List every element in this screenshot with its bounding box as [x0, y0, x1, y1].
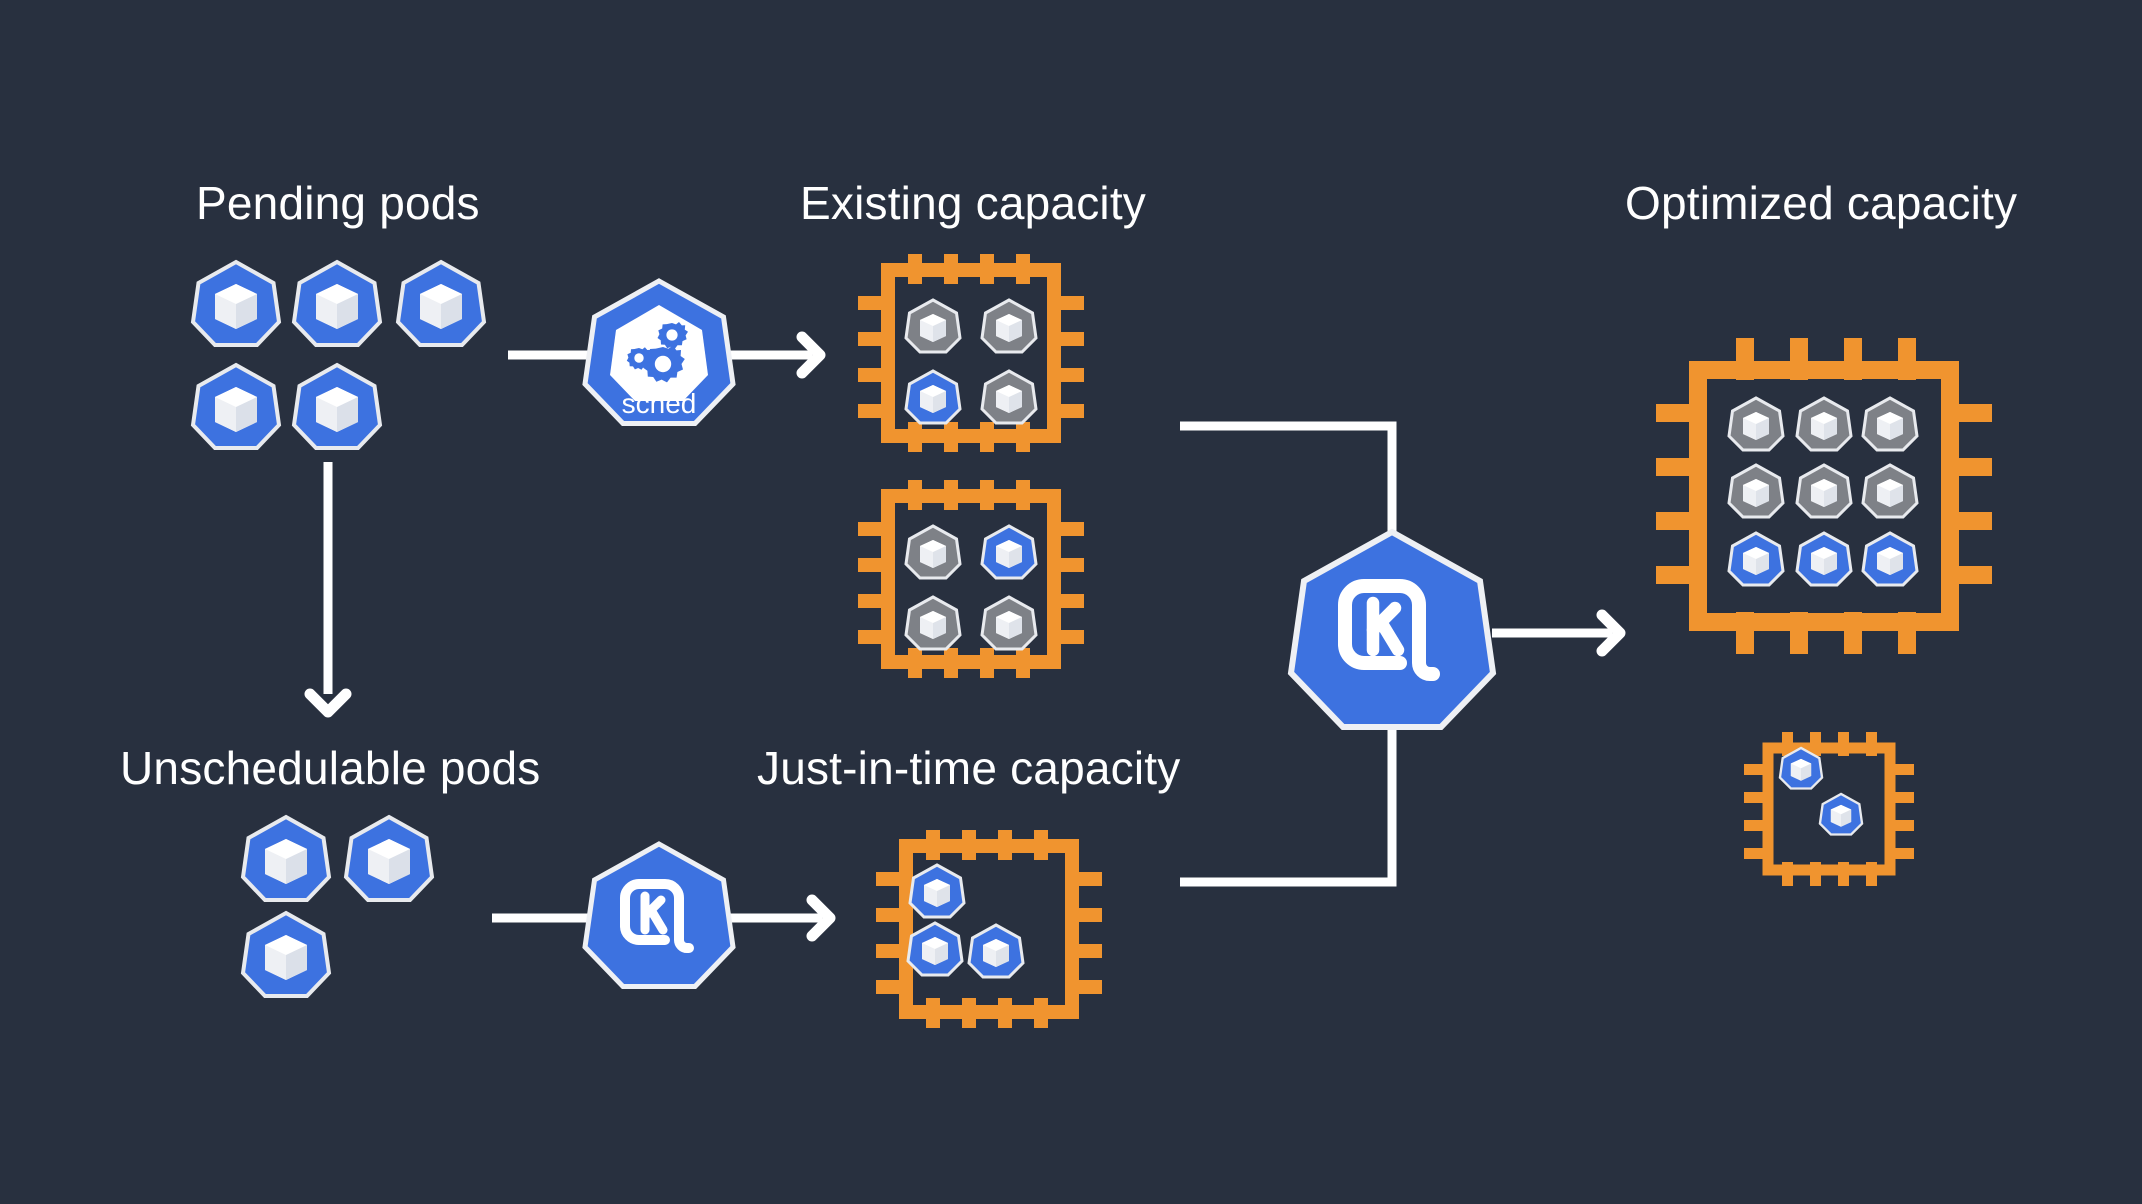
pod-item[interactable]: [191, 363, 281, 450]
pod-item[interactable]: [292, 260, 382, 347]
scheduler-node[interactable]: sched: [582, 278, 736, 426]
pod-item[interactable]: [241, 815, 331, 902]
label-jit-capacity: Just-in-time capacity: [757, 742, 1181, 794]
label-pending-pods: Pending pods: [196, 177, 480, 229]
pod-item[interactable]: [241, 911, 331, 998]
karpenter-node-main[interactable]: [1287, 528, 1497, 730]
label-existing-capacity: Existing capacity: [800, 177, 1146, 229]
scheduler-caption: sched: [622, 388, 697, 419]
pod-item[interactable]: [292, 363, 382, 450]
unschedulable-pods-group: [241, 815, 434, 998]
label-unschedulable-pods: Unschedulable pods: [120, 742, 541, 794]
gears-icon: [610, 305, 708, 401]
pod-item[interactable]: [344, 815, 434, 902]
pending-pods-group: [191, 260, 486, 450]
pod-item[interactable]: [396, 260, 486, 347]
karpenter-node-jit[interactable]: [582, 841, 736, 989]
pod-item[interactable]: [191, 260, 281, 347]
label-optimized-capacity: Optimized capacity: [1625, 177, 2018, 229]
karpenter-k-icon: [1338, 579, 1440, 681]
karpenter-k-icon: [620, 879, 694, 953]
